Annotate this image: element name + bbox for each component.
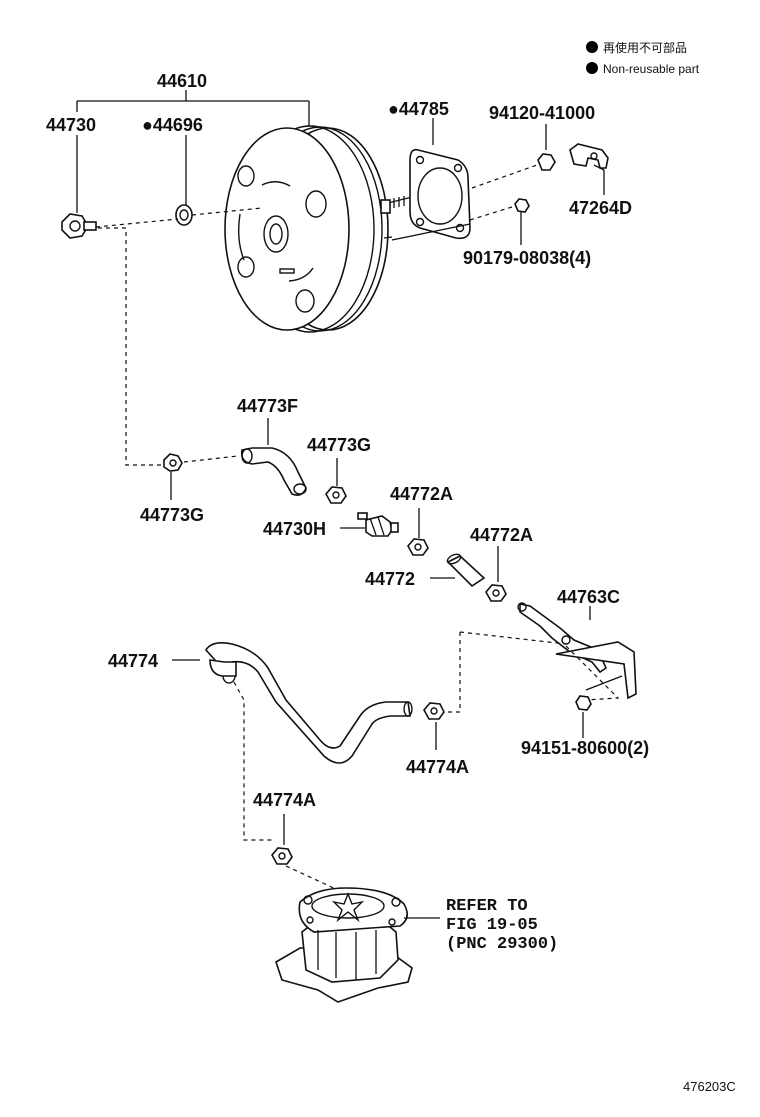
label-44785: ●44785 xyxy=(388,99,449,119)
refer-line-1: REFER TO xyxy=(446,897,528,916)
nut-94120-41000[interactable] xyxy=(537,124,556,171)
figure-id: 476203C xyxy=(683,1079,736,1094)
clip-44774a-lower[interactable] xyxy=(271,814,293,865)
label-90179-08038: 90179-08038(4) xyxy=(463,248,591,268)
hose-44774[interactable] xyxy=(172,642,413,764)
label-44730h: 44730H xyxy=(263,519,326,539)
clip-44772a-lower[interactable] xyxy=(485,546,507,602)
pipe-44763c[interactable] xyxy=(517,602,637,700)
legend-text-en: Non-reusable part xyxy=(603,62,700,76)
refer-line-3: (PNC 29300) xyxy=(446,935,558,954)
label-44772a-upper: 44772A xyxy=(390,484,453,504)
check-valve-44730[interactable] xyxy=(61,135,97,239)
vacuum-pump[interactable] xyxy=(275,887,440,1003)
clip-44773g-left[interactable] xyxy=(163,453,183,500)
label-44763c: 44763C xyxy=(557,587,620,607)
label-94151-80600: 94151-80600(2) xyxy=(521,738,649,758)
label-44610: 44610 xyxy=(157,71,207,91)
label-44773g-left: 44773G xyxy=(140,505,204,525)
label-44774a-lower: 44774A xyxy=(253,790,316,810)
hose-44773f[interactable] xyxy=(240,418,307,496)
brake-booster-44610[interactable] xyxy=(76,90,413,333)
nut-94151-80600[interactable] xyxy=(575,695,592,738)
label-47264d: 47264D xyxy=(569,198,632,218)
label-44774a-upper: 44774A xyxy=(406,757,469,777)
label-44730: 44730 xyxy=(46,115,96,135)
label-94120-41000: 94120-41000 xyxy=(489,103,595,123)
clip-44772a-upper[interactable] xyxy=(407,508,429,556)
clip-44773g-right[interactable] xyxy=(325,458,347,504)
clevis-47264d[interactable] xyxy=(569,143,609,195)
refer-note: REFER TO FIG 19-05 (PNC 29300) xyxy=(446,897,558,954)
legend-text-jp: 再使用不可部品 xyxy=(603,40,687,55)
label-44773f: 44773F xyxy=(237,396,298,416)
hose-44772[interactable] xyxy=(430,552,486,588)
label-44773g-right: 44773G xyxy=(307,435,371,455)
legend-bullet-icon xyxy=(586,41,598,53)
gasket-44785[interactable] xyxy=(409,118,471,240)
nut-90179-08038[interactable] xyxy=(514,198,530,245)
label-44774: 44774 xyxy=(108,651,158,671)
clip-44774a-upper[interactable] xyxy=(423,702,445,750)
label-44696: ●44696 xyxy=(142,115,203,135)
label-44772a-lower: 44772A xyxy=(470,525,533,545)
check-valve-44730h[interactable] xyxy=(340,512,399,537)
label-44772: 44772 xyxy=(365,569,415,589)
refer-line-2: FIG 19-05 xyxy=(446,916,538,935)
grommet-44696[interactable] xyxy=(175,135,193,226)
legend: 再使用不可部品 Non-reusable part xyxy=(586,40,700,76)
legend-bullet-icon xyxy=(586,62,598,74)
